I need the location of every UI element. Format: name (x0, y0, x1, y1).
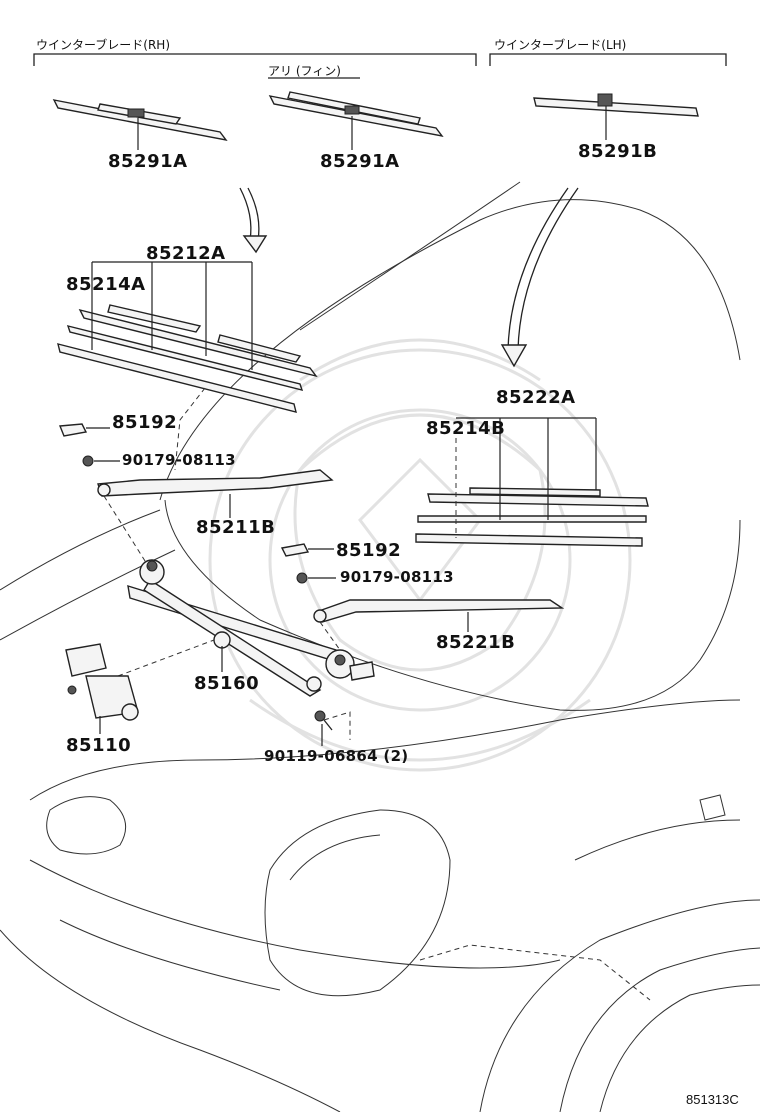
linkage-85160 (127, 559, 375, 697)
cap-85192-right (280, 543, 310, 557)
bolt-90119 (314, 710, 333, 731)
part-label-90179-right: 90179-08113 (340, 568, 454, 586)
part-label-85291B: 85291B (578, 141, 658, 162)
part-label-85222A: 85222A (496, 387, 576, 408)
part-label-85192-left: 85192 (112, 412, 178, 433)
part-label-85214A: 85214A (66, 274, 146, 295)
part-label-85214B: 85214B (426, 418, 506, 439)
figure-reference-number: 851313C (686, 1092, 739, 1107)
blade-assembly-85212A (57, 304, 318, 413)
part-label-85110: 85110 (66, 735, 132, 756)
part-label-90179-left: 90179-08113 (122, 451, 236, 469)
part-label-85192-right: 85192 (336, 540, 402, 561)
vehicle-body-outline (0, 181, 760, 1112)
part-label-85291A-left: 85291A (108, 151, 188, 172)
watermark-emblem (208, 338, 632, 772)
header-option-fin: アリ (フィン) (268, 64, 341, 78)
arrow-to-85212A (239, 187, 268, 254)
leader-85212A-drops (91, 262, 253, 370)
header-winter-blade-rh: ウインターブレード(RH) (36, 38, 171, 52)
header-bracket-rh (33, 53, 477, 66)
part-label-85221B: 85221B (436, 632, 516, 653)
arm-85211B (97, 469, 334, 497)
part-label-85160: 85160 (194, 673, 260, 694)
part-label-85211B: 85211B (196, 517, 276, 538)
dash-bolt (323, 711, 351, 740)
motor-85110 (65, 643, 139, 721)
blade-85291A-left (52, 99, 228, 142)
header-bracket-lh (489, 53, 727, 66)
nut-90179-right (296, 572, 308, 584)
arm-85221B (313, 599, 565, 623)
header-winter-blade-lh: ウインターブレード(LH) (494, 38, 627, 52)
part-label-85212A: 85212A (146, 243, 226, 264)
dash-arm-to-pivot-right (319, 621, 341, 651)
part-label-90119: 90119-06864 (2) (264, 747, 409, 765)
dash-motor-to-link (117, 639, 215, 677)
leader-85222A-drops (499, 418, 597, 520)
cap-85192-left (59, 423, 88, 437)
part-label-85291A-right: 85291A (320, 151, 400, 172)
blade-assembly-85222A (415, 487, 649, 547)
nut-90179-left (82, 455, 94, 467)
arrow-to-85222A (500, 187, 579, 368)
dash-85212A (174, 387, 206, 471)
dash-arm-to-pivot-left (103, 495, 153, 573)
blade-85291A-right (268, 91, 444, 138)
blade-85291B (533, 93, 699, 117)
